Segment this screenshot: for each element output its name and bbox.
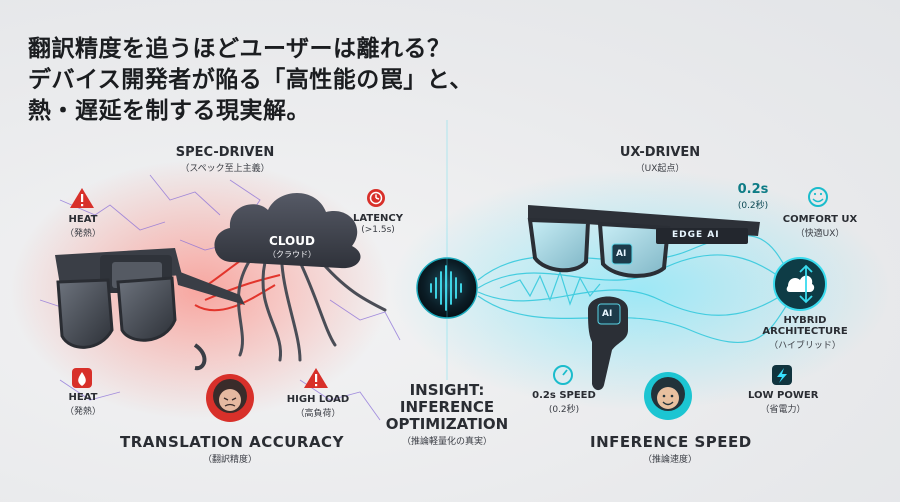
latency-label: LATENCY (>1.5s) bbox=[353, 213, 403, 235]
frustrated-user-avatar bbox=[206, 374, 254, 422]
clock-icon bbox=[367, 189, 385, 207]
spec-driven-heading: SPEC-DRIVEN （スペック至上主義） bbox=[175, 145, 275, 174]
insight-label: INSIGHT: INFERENCE OPTIMIZATION （推論軽量化の真… bbox=[385, 381, 509, 448]
cloud-label: CLOUD （クラウド） bbox=[268, 234, 316, 259]
speed-gauge-icon bbox=[553, 365, 573, 385]
edge-ai-tag: EDGE AI bbox=[672, 230, 720, 240]
translation-accuracy-label: TRANSLATION ACCURACY （翻訳精度） bbox=[120, 433, 344, 465]
bulky-glasses bbox=[55, 248, 245, 371]
speed-top-label: 0.2s (0.2秒) bbox=[737, 182, 769, 211]
inference-speed-label: INFERENCE SPEED （推論速度） bbox=[590, 433, 752, 465]
glasses-ai-chip: AI bbox=[616, 249, 627, 259]
headline: 翻訳精度を追うほどユーザーは離れる？ デバイス開発者が陥る「高性能の罠」と、 熱… bbox=[28, 34, 473, 127]
happy-user-avatar bbox=[644, 372, 692, 420]
speed-mid-label: 0.2s SPEED (0.2秒) bbox=[532, 390, 596, 415]
warning-icon-heat-top bbox=[70, 188, 94, 208]
warning-icon-high-load bbox=[304, 368, 328, 388]
smart-glasses bbox=[527, 205, 760, 278]
headline-line-1: 翻訳精度を追うほどユーザーは離れる？ bbox=[28, 36, 451, 62]
earbud bbox=[588, 296, 628, 391]
cloud-shape bbox=[214, 193, 361, 269]
orb-waveform bbox=[430, 265, 462, 311]
ux-driven-heading: UX-DRIVEN （UX起点） bbox=[619, 145, 701, 174]
high-load-label: HIGH LOAD （高負荷） bbox=[286, 394, 350, 419]
insight-orb bbox=[416, 257, 478, 319]
headline-line-3: 熱・遅延を制する現実解。 bbox=[28, 98, 310, 124]
smile-icon bbox=[808, 187, 828, 207]
headline-line-2: デバイス開発者が陥る「高性能の罠」と、 bbox=[28, 67, 473, 93]
hybrid-architecture-icon bbox=[773, 257, 827, 311]
heat-label-top: HEAT （発熱） bbox=[64, 214, 101, 239]
flame-icon bbox=[72, 368, 92, 388]
cyan-flow-glow bbox=[390, 170, 890, 410]
hybrid-architecture-label: HYBRID ARCHITECTURE （ハイブリッド） bbox=[762, 315, 848, 351]
low-power-bolt-icon bbox=[772, 365, 792, 385]
heat-label-bottom: HEAT （発熱） bbox=[64, 392, 101, 417]
comfort-ux-label: COMFORT UX （快適UX） bbox=[782, 214, 858, 239]
low-power-label: LOW POWER （省電力） bbox=[748, 390, 819, 415]
earbud-ai-chip: AI bbox=[602, 309, 613, 319]
